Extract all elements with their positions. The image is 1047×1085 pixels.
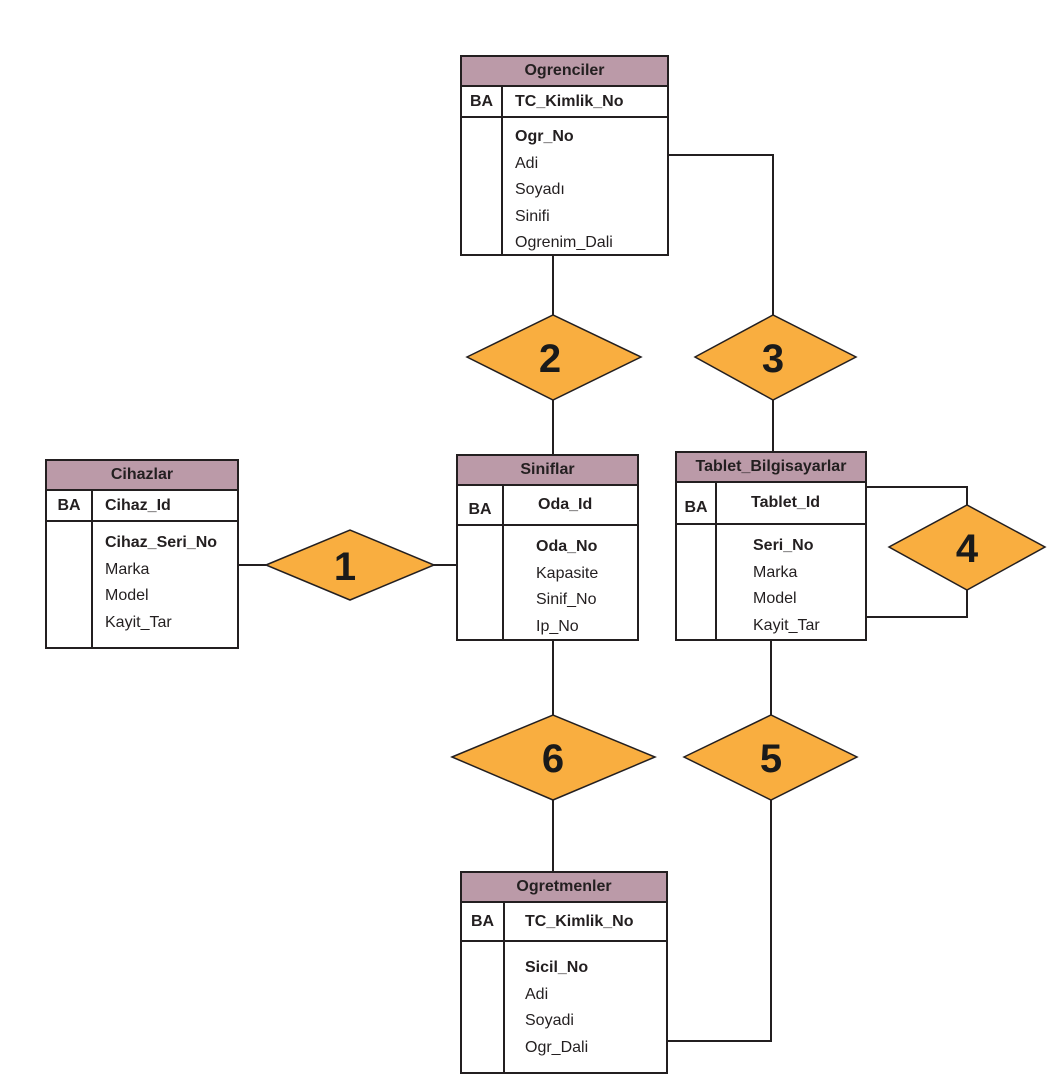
entity-siniflar-gutter bbox=[458, 526, 504, 639]
entity-cihazlar-pk: Cihaz_Id bbox=[105, 496, 171, 514]
entity-ogretmenler-pk-label: BA bbox=[462, 903, 505, 940]
entity-cihazlar-attr: Cihaz_Seri_No bbox=[105, 534, 218, 551]
entity-ogrenciler-pk-label: BA bbox=[462, 87, 503, 116]
relationship-1: 1 bbox=[264, 529, 436, 601]
relationship-3: 3 bbox=[693, 314, 858, 401]
entity-siniflar: Siniflar BA Oda_Id Oda_No Kapasite Sinif… bbox=[456, 454, 639, 641]
entity-ogrenciler-attr: Ogr_No bbox=[515, 128, 574, 145]
relationship-5-label: 5 bbox=[760, 737, 782, 781]
entity-tablet-bilgisayarlar-title: Tablet_Bilgisayarlar bbox=[677, 453, 865, 483]
entity-siniflar-pk-row: BA Oda_Id bbox=[458, 486, 637, 526]
entity-siniflar-body: Oda_No Kapasite Sinif_No Ip_No bbox=[458, 526, 637, 639]
entity-ogretmenler-title: Ogretmenler bbox=[462, 873, 666, 903]
entity-siniflar-pk-label: BA bbox=[458, 486, 504, 524]
relationship-1-label: 1 bbox=[334, 545, 356, 589]
entity-tablet-bilgisayarlar-attr: Kayit_Tar bbox=[753, 616, 820, 634]
entity-ogretmenler-attr: Soyadi bbox=[525, 1012, 574, 1029]
entity-cihazlar-body: Cihaz_Seri_No Marka Model Kayit_Tar bbox=[47, 522, 237, 647]
relationship-2: 2 bbox=[465, 314, 643, 401]
relationship-3-diamond bbox=[693, 314, 858, 401]
entity-ogrenciler-body: Ogr_No Adi Soyadı Sinifi Ogrenim_Dali bbox=[462, 118, 667, 254]
entity-cihazlar-gutter bbox=[47, 522, 93, 647]
relationship-5-diamond bbox=[682, 714, 859, 801]
entity-siniflar-attr: Oda_No bbox=[536, 538, 598, 555]
entity-tablet-bilgisayarlar: Tablet_Bilgisayarlar BA Tablet_Id Seri_N… bbox=[675, 451, 867, 641]
entity-tablet-bilgisayarlar-pk-row: BA Tablet_Id bbox=[677, 483, 865, 525]
entity-ogretmenler-attr: Adi bbox=[525, 985, 549, 1003]
entity-siniflar-attr: Ip_No bbox=[536, 617, 579, 635]
entity-tablet-bilgisayarlar-attr: Marka bbox=[753, 563, 798, 581]
entity-tablet-bilgisayarlar-attributes: Seri_No Marka Model Kayit_Tar bbox=[717, 525, 820, 639]
entity-ogrenciler-attr: Soyadı bbox=[515, 181, 565, 198]
entity-ogrenciler-attributes: Ogr_No Adi Soyadı Sinifi Ogrenim_Dali bbox=[503, 118, 613, 254]
relationship-6-diamond bbox=[450, 714, 657, 801]
entity-ogrenciler-pk-row: BA TC_Kimlik_No bbox=[462, 87, 667, 118]
entity-siniflar-pk: Oda_Id bbox=[538, 496, 593, 513]
line-tablet-to-rel-4-top bbox=[866, 486, 968, 505]
entity-ogretmenler-attr: Ogr_Dali bbox=[525, 1038, 589, 1056]
entity-ogretmenler-attr: Sicil_No bbox=[525, 959, 589, 976]
line-tablet-to-rel-4-bottom bbox=[866, 590, 968, 618]
entity-cihazlar-pk-label: BA bbox=[47, 491, 93, 520]
entity-ogrenciler-title: Ogrenciler bbox=[462, 57, 667, 87]
entity-cihazlar-attr: Marka bbox=[105, 560, 150, 578]
relationship-3-label: 3 bbox=[762, 337, 784, 381]
entity-ogretmenler-pk: TC_Kimlik_No bbox=[525, 912, 634, 930]
entity-tablet-bilgisayarlar-pk: Tablet_Id bbox=[751, 494, 821, 511]
relationship-diamonds: 1 2 3 4 5 6 bbox=[264, 314, 1047, 801]
entity-cihazlar-attr: Model bbox=[105, 587, 149, 604]
relationship-2-label: 2 bbox=[539, 337, 561, 381]
entity-tablet-bilgisayarlar-attr: Seri_No bbox=[753, 537, 814, 554]
entity-cihazlar-pk-row: BA Cihaz_Id bbox=[47, 491, 237, 522]
relationship-6: 6 bbox=[450, 714, 657, 801]
entity-ogretmenler-attributes: Sicil_No Adi Soyadi Ogr_Dali bbox=[505, 942, 588, 1072]
entity-ogretmenler-gutter bbox=[462, 942, 505, 1072]
entity-ogretmenler-body: Sicil_No Adi Soyadi Ogr_Dali bbox=[462, 942, 666, 1072]
entity-tablet-bilgisayarlar-gutter bbox=[677, 525, 717, 639]
entity-ogrenciler-attr: Sinifi bbox=[515, 207, 550, 225]
entity-siniflar-title: Siniflar bbox=[458, 456, 637, 486]
entity-cihazlar-title: Cihazlar bbox=[47, 461, 237, 491]
relationship-4: 4 bbox=[887, 504, 1047, 591]
entity-tablet-bilgisayarlar-attr: Model bbox=[753, 590, 797, 607]
relationship-6-label: 6 bbox=[542, 737, 564, 781]
entity-cihazlar-attributes: Cihaz_Seri_No Marka Model Kayit_Tar bbox=[93, 522, 217, 647]
entity-cihazlar-attr: Kayit_Tar bbox=[105, 613, 172, 631]
relationship-1-diamond bbox=[264, 529, 436, 601]
entity-ogretmenler: Ogretmenler BA TC_Kimlik_No Sicil_No Adi… bbox=[460, 871, 668, 1074]
entity-siniflar-attr: Kapasite bbox=[536, 564, 599, 582]
entity-siniflar-attr: Sinif_No bbox=[536, 591, 597, 608]
entity-ogrenciler-attr: Ogrenim_Dali bbox=[515, 234, 613, 251]
entity-ogrenciler: Ogrenciler BA TC_Kimlik_No Ogr_No Adi So… bbox=[460, 55, 669, 256]
relationship-5: 5 bbox=[682, 714, 859, 801]
entity-ogretmenler-pk-row: BA TC_Kimlik_No bbox=[462, 903, 666, 942]
line-rel-5-to-ogretmenler bbox=[667, 800, 772, 1042]
entity-tablet-bilgisayarlar-body: Seri_No Marka Model Kayit_Tar bbox=[677, 525, 865, 639]
relationship-4-label: 4 bbox=[956, 527, 979, 571]
line-ogrenciler-to-rel-3 bbox=[668, 154, 774, 315]
relationship-2-diamond bbox=[465, 314, 643, 401]
entity-cihazlar: Cihazlar BA Cihaz_Id Cihaz_Seri_No Marka… bbox=[45, 459, 239, 649]
relationship-4-diamond bbox=[887, 504, 1047, 591]
entity-tablet-bilgisayarlar-pk-label: BA bbox=[677, 483, 717, 523]
entity-ogrenciler-attr: Adi bbox=[515, 154, 539, 172]
connector-lines bbox=[238, 154, 968, 1042]
entity-siniflar-attributes: Oda_No Kapasite Sinif_No Ip_No bbox=[504, 526, 598, 639]
entity-ogrenciler-pk: TC_Kimlik_No bbox=[515, 92, 624, 110]
entity-ogrenciler-gutter bbox=[462, 118, 503, 254]
